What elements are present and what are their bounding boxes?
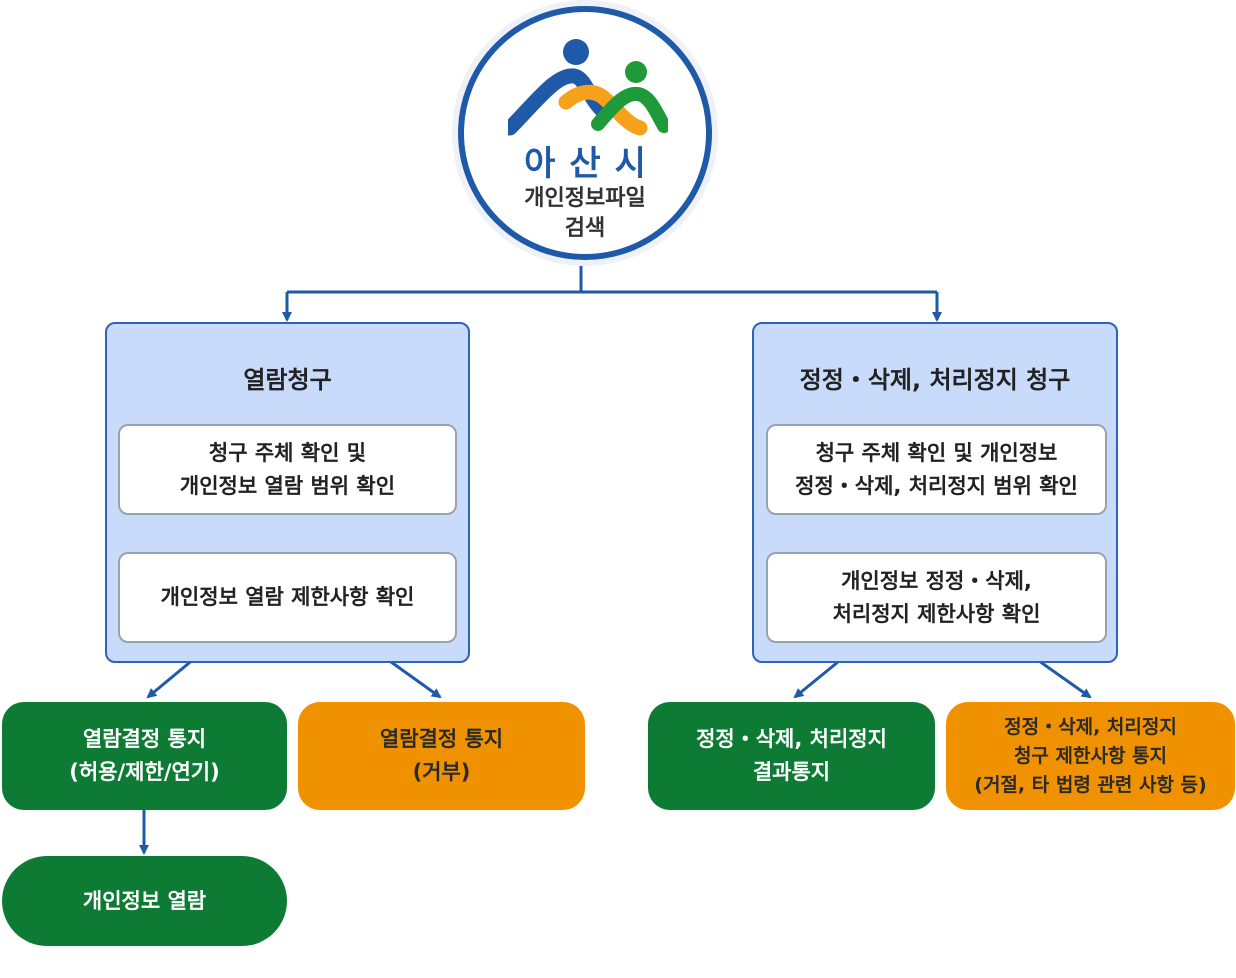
- correction-restriction-notice-label: 정정・삭제, 처리정지 청구 제한사항 통지 (거절, 타 법령 관련 사항 등…: [974, 715, 1207, 796]
- access-step-restrictions: 개인정보 열람 제한사항 확인: [118, 552, 457, 643]
- access-decision-approve: 열람결정 통지 (허용/제한/연기): [2, 702, 287, 810]
- access-decision-reject: 열람결정 통지 (거부): [298, 702, 585, 810]
- correction-panel-title: 정정・삭제, 처리정지 청구: [799, 366, 1071, 394]
- correction-step-identity-label: 청구 주체 확인 및 개인정보 정정・삭제, 처리정지 범위 확인: [795, 440, 1078, 498]
- city-emblem-icon: [508, 39, 668, 136]
- access-decision-reject-label: 열람결정 통지 (거부): [379, 727, 504, 784]
- correction-step-identity: 청구 주체 확인 및 개인정보 정정・삭제, 처리정지 범위 확인: [766, 424, 1107, 515]
- personal-info-access: 개인정보 열람: [2, 856, 287, 946]
- correction-result-notice-label: 정정・삭제, 처리정지 결과통지: [696, 727, 887, 784]
- correction-step-restrictions-label: 개인정보 정정・삭제, 처리정지 제한사항 확인: [832, 568, 1041, 626]
- correction-restriction-notice: 정정・삭제, 처리정지 청구 제한사항 통지 (거절, 타 법령 관련 사항 등…: [946, 702, 1235, 810]
- access-step-restrictions-label: 개인정보 열람 제한사항 확인: [160, 585, 415, 609]
- city-logo: 아산시 개인정보파일 검색: [458, 6, 712, 260]
- access-decision-approve-label: 열람결정 통지 (허용/제한/연기): [69, 727, 220, 784]
- correction-step-restrictions: 개인정보 정정・삭제, 처리정지 제한사항 확인: [766, 552, 1107, 643]
- access-step-identity: 청구 주체 확인 및 개인정보 열람 범위 확인: [118, 424, 457, 515]
- correction-result-notice: 정정・삭제, 처리정지 결과통지: [648, 702, 935, 810]
- personal-info-access-label: 개인정보 열람: [82, 888, 207, 913]
- logo-caption: 개인정보파일 검색: [524, 186, 646, 241]
- access-panel-title: 열람청구: [243, 366, 332, 394]
- city-name: 아산시: [524, 144, 660, 184]
- access-step-identity-label: 청구 주체 확인 및 개인정보 열람 범위 확인: [179, 440, 396, 498]
